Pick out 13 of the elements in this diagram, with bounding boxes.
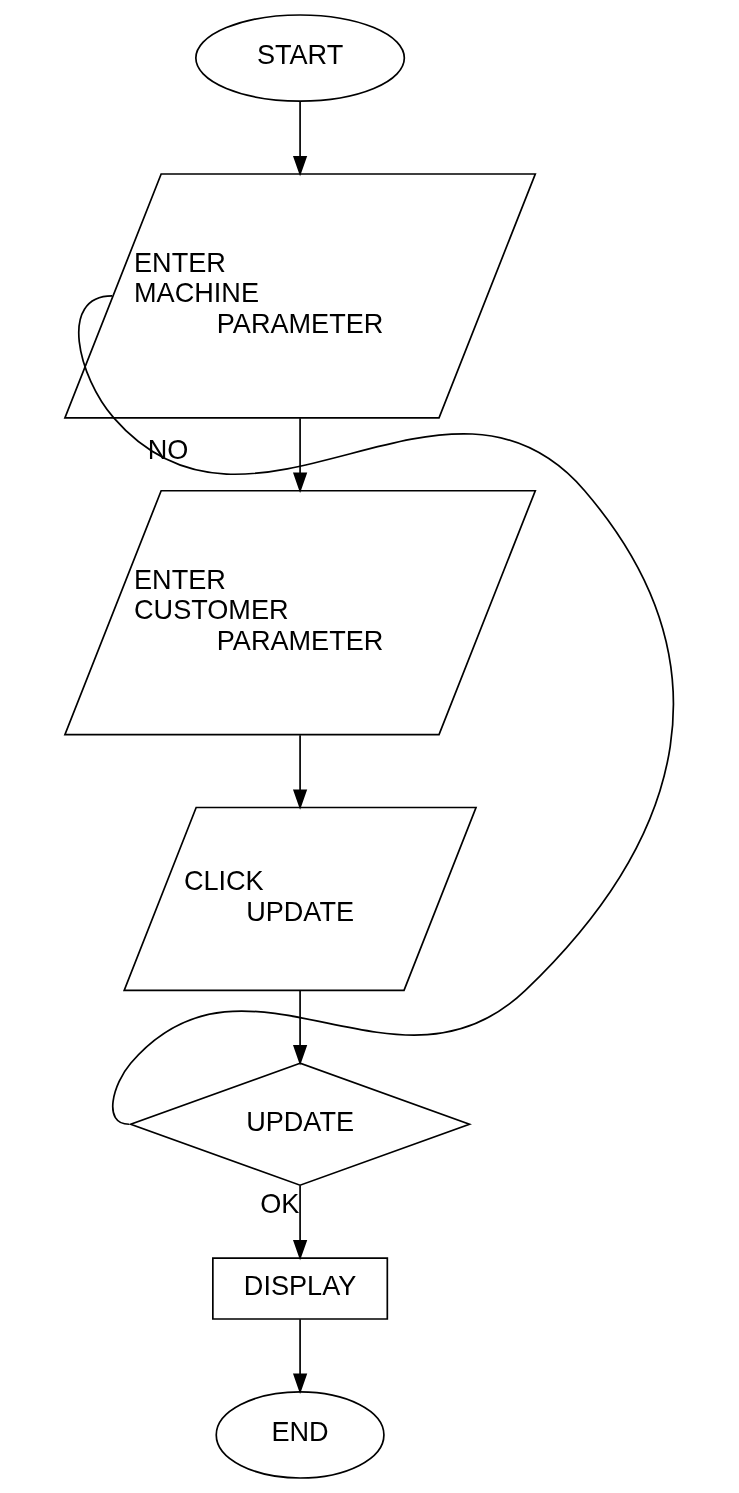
node-ellipse: START [195, 14, 406, 102]
arrow [292, 100, 308, 177]
arrow [292, 417, 308, 493]
edge-label: OK [260, 1188, 300, 1220]
node-ellipse: END [215, 1391, 385, 1479]
arrow [292, 990, 308, 1066]
arrow [292, 1318, 308, 1394]
edge-label: NO [147, 434, 189, 466]
arrow [292, 734, 308, 810]
node-diamond: UPDATE [128, 1062, 472, 1187]
connector [78, 295, 675, 1126]
arrow [292, 1184, 308, 1261]
node-box: DISPLAY [212, 1257, 389, 1320]
